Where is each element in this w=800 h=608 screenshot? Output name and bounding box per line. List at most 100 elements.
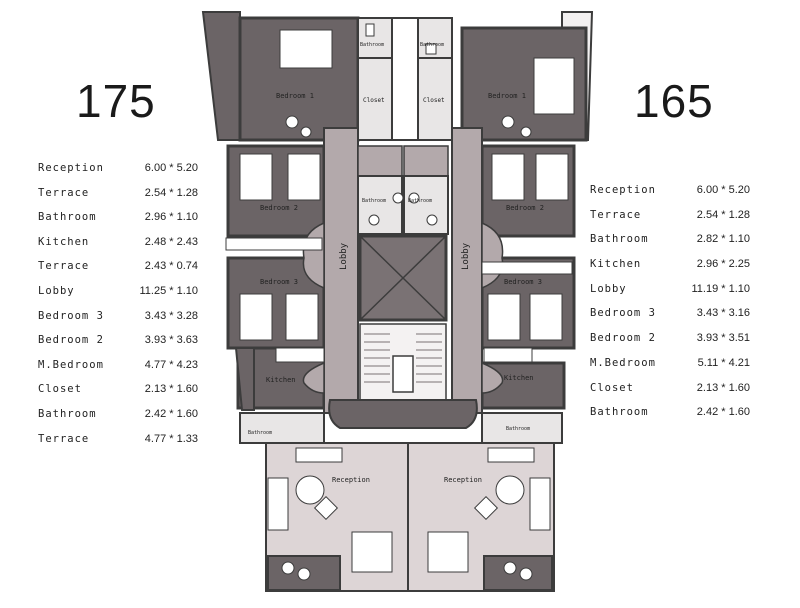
room-dimension: 6.00 * 5.20 — [144, 162, 198, 174]
room-name: Bathroom — [590, 233, 649, 246]
room-name: Bedroom 2 — [590, 332, 656, 345]
room-dimension: 2.42 * 1.60 — [144, 407, 198, 420]
central-landing — [328, 399, 478, 429]
room-row: M.Bedroom 4.77 * 4.23 — [38, 357, 198, 382]
room-row: Lobby 11.25 * 1.10 — [38, 283, 198, 308]
bathroom-top-left — [357, 17, 393, 59]
lobby-right — [451, 127, 483, 414]
room-row: Bathroom 2.96 * 1.10 — [38, 209, 198, 234]
room-name: Closet — [590, 381, 634, 394]
room-dimension: 6.00 * 5.20 — [696, 184, 750, 196]
room-dimension: 3.43 * 3.16 — [696, 307, 750, 320]
room-name: Lobby — [38, 284, 75, 297]
terrace-bottom-right — [483, 555, 553, 591]
room-row: Kitchen 2.96 * 2.25 — [590, 256, 750, 281]
room-dimension: 3.93 * 3.63 — [144, 334, 198, 347]
room-name: Bedroom 3 — [590, 307, 656, 320]
unit-area-left: 175 — [76, 75, 156, 127]
closet-left — [357, 57, 393, 141]
plan-label-bathroom-mid-right: Bathroom — [408, 198, 432, 204]
room-name: Terrace — [38, 260, 90, 273]
plan-label-reception-right: Reception — [444, 476, 482, 484]
room-dimension: 4.77 * 4.23 — [144, 358, 198, 371]
room-name: Bedroom 3 — [38, 309, 104, 322]
room-name: Terrace — [590, 208, 642, 221]
room-row: Bedroom 3 3.43 * 3.16 — [590, 305, 750, 330]
room-name: Bathroom — [590, 406, 649, 419]
closet-right — [417, 57, 453, 141]
room-row: M.Bedroom 5.11 * 4.21 — [590, 355, 750, 380]
floor-plan: Bedroom 1 Bedroom 1 Closet Closet Bathro… — [201, 11, 594, 592]
room-dimension: 11.19 * 1.10 — [691, 282, 750, 295]
room-dimension: 5.11 * 4.21 — [697, 356, 750, 369]
room-name: Kitchen — [38, 235, 90, 248]
terrace-top-left — [201, 11, 241, 141]
room-dimension: 2.54 * 1.28 — [144, 186, 198, 199]
unit-area-right: 165 — [634, 75, 714, 127]
plan-label-closet-right: Closet — [423, 97, 445, 104]
plan-label-bedroom1-right: Bedroom 1 — [488, 92, 526, 100]
plan-label-bathroom-top-right: Bathroom — [420, 42, 444, 48]
room-name: Lobby — [590, 282, 627, 295]
plan-label-bedroom2-right: Bedroom 2 — [506, 204, 544, 212]
room-row: Terrace 4.77 * 1.33 — [38, 431, 198, 456]
plan-label-reception-left: Reception — [332, 476, 370, 484]
plan-label-lobby-left: Lobby — [339, 242, 349, 270]
room-name: M.Bedroom — [590, 356, 656, 369]
terrace-kitchen-left — [234, 347, 255, 411]
room-name: Reception — [590, 184, 656, 196]
plan-label-kitchen-left: Kitchen — [266, 376, 296, 384]
room-row: Bathroom 2.42 * 1.60 — [590, 404, 750, 429]
bathroom-bottom-right — [481, 412, 563, 444]
room-row: Bathroom 2.42 * 1.60 — [38, 406, 198, 431]
plan-label-bedroom1-left: Bedroom 1 — [276, 92, 314, 100]
room-dimension: 3.93 * 3.51 — [696, 332, 750, 345]
plan-label-bedroom3-left: Bedroom 3 — [260, 278, 298, 286]
room-name: Bedroom 2 — [38, 334, 104, 347]
plan-label-bathroom-bottom-left: Bathroom — [248, 430, 272, 436]
shaft-top — [391, 17, 419, 141]
room-dimension: 3.43 * 3.28 — [144, 309, 198, 322]
plan-label-bathroom-mid-left: Bathroom — [362, 198, 386, 204]
room-row: Terrace 2.43 * 0.74 — [38, 258, 198, 283]
plan-label-bedroom3-right: Bedroom 3 — [504, 278, 542, 286]
room-dimension: 2.43 * 0.74 — [144, 260, 198, 273]
room-row: Bedroom 2 3.93 * 3.51 — [590, 330, 750, 355]
room-row: Kitchen 2.48 * 2.43 — [38, 234, 198, 259]
room-dimension: 2.13 * 1.60 — [696, 381, 750, 394]
room-dimension: 11.25 * 1.10 — [139, 284, 198, 297]
room-row: Closet 2.13 * 1.60 — [590, 380, 750, 405]
room-dimension: 2.96 * 1.10 — [144, 211, 198, 224]
bathroom-middle-right — [403, 175, 449, 235]
bathroom-bottom-left — [239, 412, 325, 444]
plan-label-bedroom2-left: Bedroom 2 — [260, 204, 298, 212]
plan-label-closet-left: Closet — [363, 97, 385, 104]
room-row: Closet 2.13 * 1.60 — [38, 381, 198, 406]
plan-label-bathroom-bottom-right: Bathroom — [506, 426, 530, 432]
room-dimension: 2.96 * 2.25 — [696, 258, 750, 271]
room-row: Lobby 11.19 * 1.10 — [590, 281, 750, 306]
room-name: Reception — [38, 162, 104, 174]
room-row: Terrace 2.54 * 1.28 — [38, 185, 198, 210]
room-row: Reception 6.00 * 5.20 — [590, 182, 750, 207]
room-name: Terrace — [38, 432, 90, 445]
room-dimension: 2.42 * 1.60 — [696, 406, 750, 419]
room-name: Terrace — [38, 186, 90, 199]
room-name: M.Bedroom — [38, 358, 104, 371]
room-row: Reception 6.00 * 5.20 — [38, 160, 198, 185]
plan-label-bathroom-top-left: Bathroom — [360, 42, 384, 48]
room-name: Bathroom — [38, 211, 97, 224]
room-dimension: 4.77 * 1.33 — [144, 432, 198, 445]
room-name: Closet — [38, 383, 82, 396]
room-name: Bathroom — [38, 407, 97, 420]
room-name: Kitchen — [590, 258, 642, 271]
room-dimension: 2.13 * 1.60 — [144, 383, 198, 396]
room-dimension: 2.48 * 2.43 — [144, 235, 198, 248]
plan-label-kitchen-right: Kitchen — [504, 374, 534, 382]
room-row: Bedroom 3 3.43 * 3.28 — [38, 308, 198, 333]
plan-label-lobby-right: Lobby — [461, 242, 471, 270]
